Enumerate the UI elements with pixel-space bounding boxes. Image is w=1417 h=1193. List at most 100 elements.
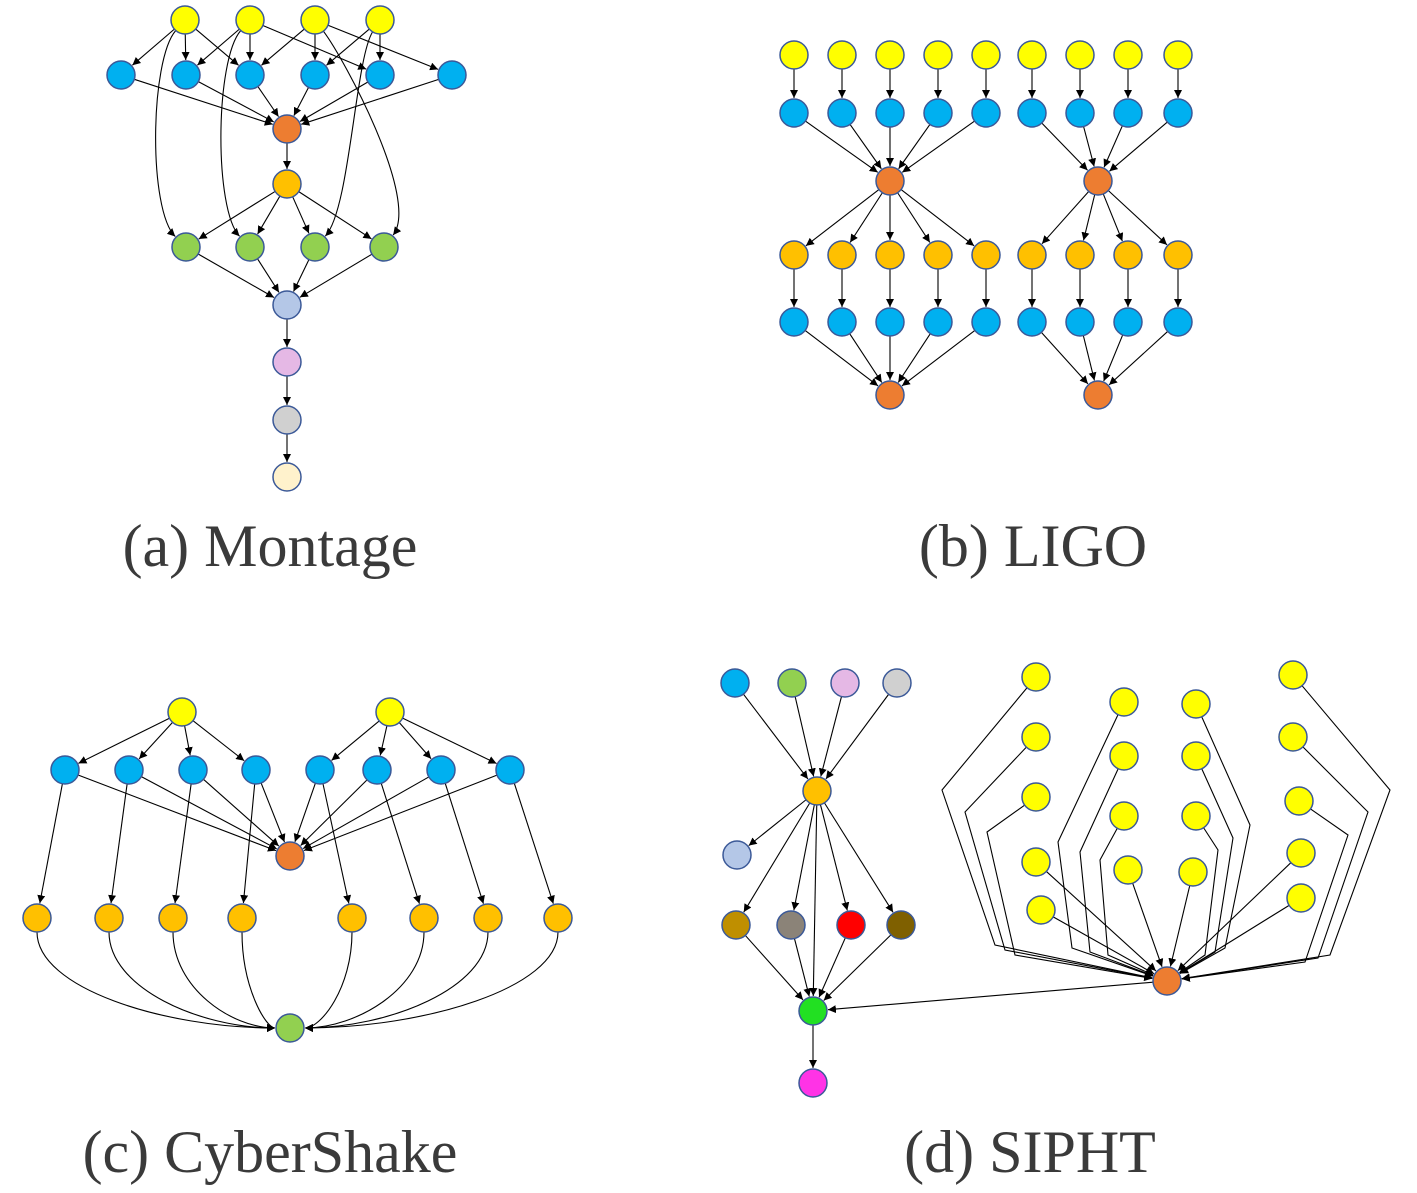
node-d_y3 [1021,847,1051,877]
node-a_b5 [437,60,467,90]
node-b_o1 [875,166,905,196]
edge-a_b2-to-a_o [257,86,279,117]
edge-d_am-to-d_c3 [823,802,894,913]
edge-a_y2-to-a_b5 [327,24,439,71]
node-c_a7 [543,903,573,933]
node-b_b0 [779,98,809,128]
node-c_a2 [158,903,188,933]
edge-b_o1-to-b_a0 [805,189,880,247]
node-b_b6 [1065,98,1095,128]
edge-d_y17-to-d_o [1179,904,1290,974]
node-d_c3 [886,910,916,940]
node-a_g0 [171,232,201,262]
edge-c_b3-to-c_a3 [240,783,256,904]
edge-c_y1-to-c_b4 [331,720,380,761]
caption-sipht: (d) SIPHT [904,1119,1156,1185]
node-b_b1 [827,98,857,128]
edge-c_y1-to-c_b7 [402,717,497,764]
node-c_b5 [362,755,392,785]
node-b_a1 [827,240,857,270]
node-d_c1 [776,910,806,940]
edge-d_o-to-d_bg [827,981,1154,1014]
edge-d_y15-to-d_o [1181,808,1349,982]
edge-b_b3-to-b_o1 [898,124,931,170]
edge-d_t2-to-d_am [818,696,843,777]
edge-a_y0-to-a_b0 [132,28,175,66]
edge-c_a5-to-c_g [304,931,425,1032]
edge-b_o1-to-b_a4 [900,189,975,247]
node-b_p1 [875,380,905,410]
node-b_y2 [875,40,905,70]
edge-c_b4-to-c_o [293,783,316,843]
edge-d_y12-to-d_o [1168,885,1191,967]
edge-c_b6-to-c_o [302,776,430,850]
edge-b_c1-to-b_p1 [849,333,883,383]
node-d_y13 [1278,660,1308,690]
edge-c_y1-to-c_b5 [378,725,388,756]
node-b_a6 [1065,240,1095,270]
node-d_am [802,776,832,806]
node-b_b3 [923,98,953,128]
node-b_a0 [779,240,809,270]
node-b_b7 [1113,98,1143,128]
node-d_bg [798,996,828,1026]
node-b_y3 [923,40,953,70]
edge-d_y14-to-d_o [1181,746,1369,982]
edge-b_o2-to-b_a7 [1102,193,1124,242]
node-b_a7 [1113,240,1143,270]
node-d_y14 [1278,722,1308,752]
node-a_gr [272,405,302,435]
node-b_y5 [1017,40,1047,70]
edge-c_y1-to-c_b6 [398,722,432,760]
node-d_y8 [1113,855,1143,885]
edge-b_c0-to-b_p1 [804,330,879,387]
node-b_c2 [875,307,905,337]
node-b_b8 [1163,98,1193,128]
node-a_g2 [300,232,330,262]
edge-a_b3-to-a_o [293,87,310,116]
node-b_y1 [827,40,857,70]
node-b_o2 [1083,166,1113,196]
node-b_y7 [1113,40,1143,70]
edge-b_b1-to-b_o1 [849,124,882,170]
node-d_y4 [1026,895,1056,925]
node-c_b4 [305,755,335,785]
edge-a_y1-to-a_g1 [220,30,242,237]
node-b_c6 [1065,307,1095,337]
edge-a_y2-to-a_b2 [261,28,305,66]
node-c_b7 [495,755,525,785]
edge-d_y2-to-d_o [986,804,1153,982]
node-a_y2 [300,5,330,35]
edge-d_c3-to-d_bg [823,934,892,1001]
node-b_a2 [875,240,905,270]
node-d_y9 [1181,689,1211,719]
node-b_a5 [1017,240,1047,270]
node-d_t3 [882,668,912,698]
node-b_c3 [923,307,953,337]
edge-c_b0-to-c_a0 [37,783,63,904]
edge-d_y6-to-d_o [1079,768,1154,977]
edge-d_am-to-d_lb [748,799,807,847]
node-d_y10 [1181,741,1211,771]
edge-a_y0-to-a_b2 [195,28,239,66]
edge-a_b5-to-a_o [301,78,439,126]
edge-b_b0-to-b_o1 [805,120,879,173]
node-d_t2 [830,668,860,698]
edge-d_y7-to-d_o [1099,828,1154,976]
caption-montage: (a) Montage [123,513,418,579]
edge-d_c0-to-d_bg [744,935,804,1001]
caption-cybershake: (c) CyberShake [83,1119,458,1185]
node-c_b3 [241,755,271,785]
edge-c_a2-to-c_g [172,931,276,1032]
node-a_y3 [365,5,395,35]
edge-a_am-to-a_g2 [292,196,310,234]
node-c_a5 [409,903,439,933]
node-b_p2 [1083,380,1113,410]
edge-b_o1-to-b_a3 [897,192,931,243]
edge-d_am-to-d_c2 [819,804,850,911]
node-d_y12 [1178,857,1208,887]
edge-c_a7-to-c_g [304,931,559,1032]
edge-d_c2-to-d_bg [818,937,846,998]
edges-layer [36,24,1391,1068]
edge-d_t0-to-d_am [743,693,809,780]
